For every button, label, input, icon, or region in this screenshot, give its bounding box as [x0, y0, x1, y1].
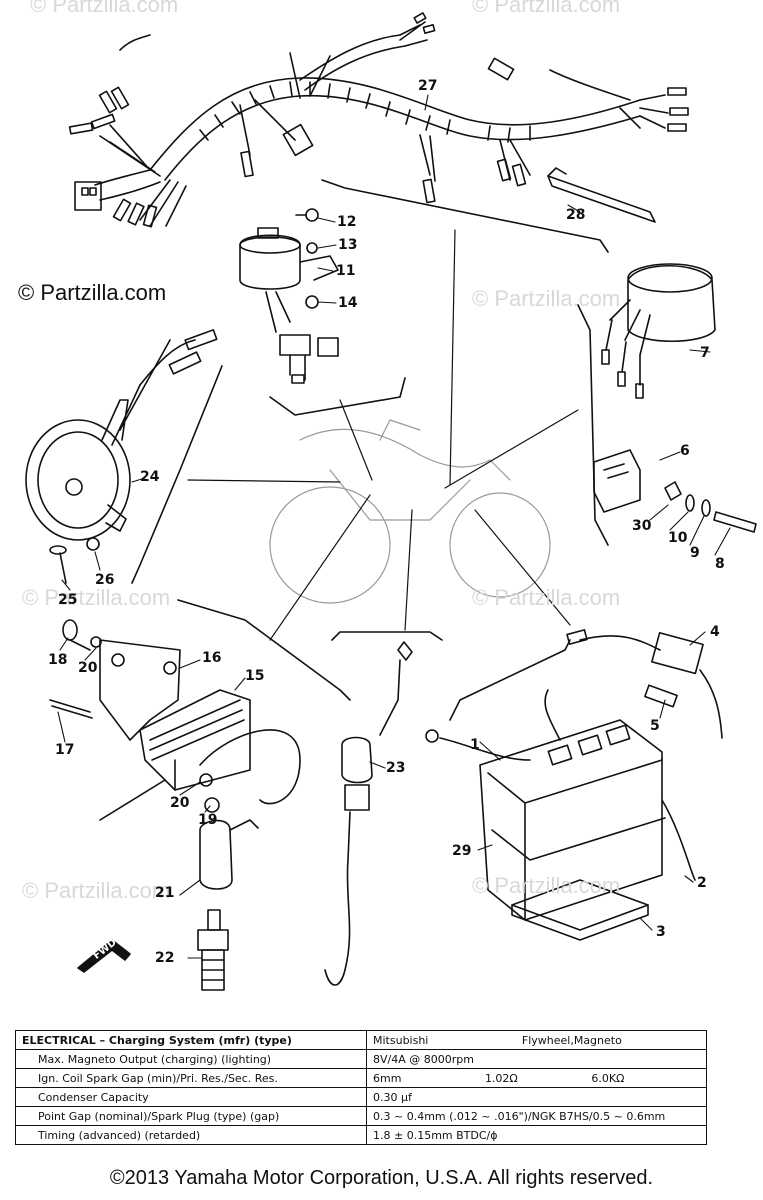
- part-label: 22: [155, 950, 175, 966]
- main-switch: [239, 208, 406, 416]
- part-label: 19: [198, 812, 218, 828]
- spec-value: Mitsubishi Flywheel,Magneto: [366, 1030, 707, 1050]
- spec-value: 6mm 1.02Ω 6.0KΩ: [366, 1068, 707, 1088]
- part-label: 10: [668, 530, 688, 546]
- condenser: [593, 449, 757, 533]
- spec-value-1: 6mm: [373, 1071, 402, 1085]
- leader-lines: [187, 229, 579, 641]
- fwd-arrow-icon: [77, 939, 131, 973]
- spec-label: Timing (advanced) (retarded): [15, 1125, 367, 1145]
- part-label: 16: [202, 650, 222, 666]
- wire-harness: [68, 12, 689, 253]
- spec-value: 8V/4A @ 8000rpm: [366, 1049, 707, 1069]
- spec-value: 1.8 ± 0.15mm BTDC/ϕ: [366, 1125, 707, 1145]
- motorcycle-outline: [269, 419, 551, 604]
- part-label: 4: [710, 624, 720, 640]
- spec-value-1: Mitsubishi: [373, 1033, 429, 1047]
- spec-value: 0.30 μf: [366, 1087, 707, 1107]
- spec-row: Point Gap (nominal)/Spark Plug (type) (g…: [15, 1106, 707, 1126]
- part-label: 29: [452, 843, 472, 859]
- watermark: © Partzilla.com: [30, 0, 179, 17]
- watermark: © Partzilla.com: [472, 286, 621, 311]
- spec-value-2: Flywheel,Magneto: [521, 1033, 622, 1047]
- rectifier: [577, 263, 716, 546]
- part-label: 28: [566, 207, 586, 223]
- spec-label: Max. Magneto Output (charging) (lighting…: [15, 1049, 367, 1069]
- watermark: © Partzilla.com: [472, 585, 621, 610]
- part-label: 3: [656, 924, 666, 940]
- wire-band: [547, 167, 656, 223]
- electrical-spec-table: ELECTRICAL – Charging System (mfr) (type…: [15, 1030, 707, 1145]
- watermark: © Partzilla.com: [472, 873, 621, 898]
- partzilla-brand: © Partzilla.com: [18, 280, 167, 305]
- part-label: 21: [155, 885, 175, 901]
- spec-value-3: 6.0KΩ: [591, 1071, 625, 1085]
- spec-label: Ign. Coil Spark Gap (min)/Pri. Res./Sec.…: [15, 1068, 367, 1088]
- spec-row: ELECTRICAL – Charging System (mfr) (type…: [15, 1030, 707, 1050]
- spec-value-2: 1.02Ω: [484, 1071, 518, 1085]
- spec-label: ELECTRICAL – Charging System (mfr) (type…: [15, 1030, 367, 1050]
- part-label: 1: [470, 737, 480, 753]
- label-leaders: [57, 94, 731, 959]
- fwd-label: FWD: [91, 937, 119, 962]
- spec-row: Condenser Capacity 0.30 μf: [15, 1087, 707, 1107]
- part-label: 15: [245, 668, 265, 684]
- battery: [425, 639, 696, 941]
- watermark: © Partzilla.com: [22, 878, 171, 903]
- part-label: 7: [700, 345, 710, 361]
- watermark: © Partzilla.com: [22, 585, 171, 610]
- part-label: 17: [55, 742, 75, 758]
- spark-plug: [197, 819, 259, 991]
- spec-value: 0.3 ~ 0.4mm (.012 ~ .016")/NGK B7HS/0.5 …: [366, 1106, 707, 1126]
- part-label: 23: [386, 760, 406, 776]
- part-label: 13: [338, 237, 358, 253]
- neutral-switch: [324, 631, 443, 986]
- horn: [25, 329, 223, 584]
- part-label: 6: [680, 443, 690, 459]
- fwd-indicator: FWD: [76, 937, 130, 968]
- spec-label: Condenser Capacity: [15, 1087, 367, 1107]
- watermark: © Partzilla.com: [472, 0, 621, 17]
- part-label: 2: [697, 875, 707, 891]
- part-label: 12: [337, 214, 357, 230]
- part-label: 8: [715, 556, 725, 572]
- part-label: 5: [650, 718, 660, 734]
- part-label: 9: [690, 545, 700, 561]
- spec-row: Ign. Coil Spark Gap (min)/Pri. Res./Sec.…: [15, 1068, 707, 1088]
- part-label: 11: [336, 263, 356, 279]
- part-label: 18: [48, 652, 68, 668]
- part-label: 25: [58, 592, 78, 608]
- spec-label: Point Gap (nominal)/Spark Plug (type) (g…: [15, 1106, 367, 1126]
- copyright-notice: ©2013 Yamaha Motor Corporation, U.S.A. A…: [109, 1167, 654, 1189]
- part-label: 20: [170, 795, 190, 811]
- spec-row: Max. Magneto Output (charging) (lighting…: [15, 1049, 707, 1069]
- fuse-holder: [566, 629, 723, 739]
- part-label: 14: [338, 295, 358, 311]
- part-label: 24: [140, 469, 160, 485]
- part-label: 27: [418, 78, 438, 94]
- spec-row: Timing (advanced) (retarded) 1.8 ± 0.15m…: [15, 1125, 707, 1145]
- part-label: 30: [632, 518, 652, 534]
- electrical-parts-diagram: [25, 12, 757, 991]
- ignition-coil: [49, 599, 351, 821]
- part-label: 26: [95, 572, 115, 588]
- part-label: 20: [78, 660, 98, 676]
